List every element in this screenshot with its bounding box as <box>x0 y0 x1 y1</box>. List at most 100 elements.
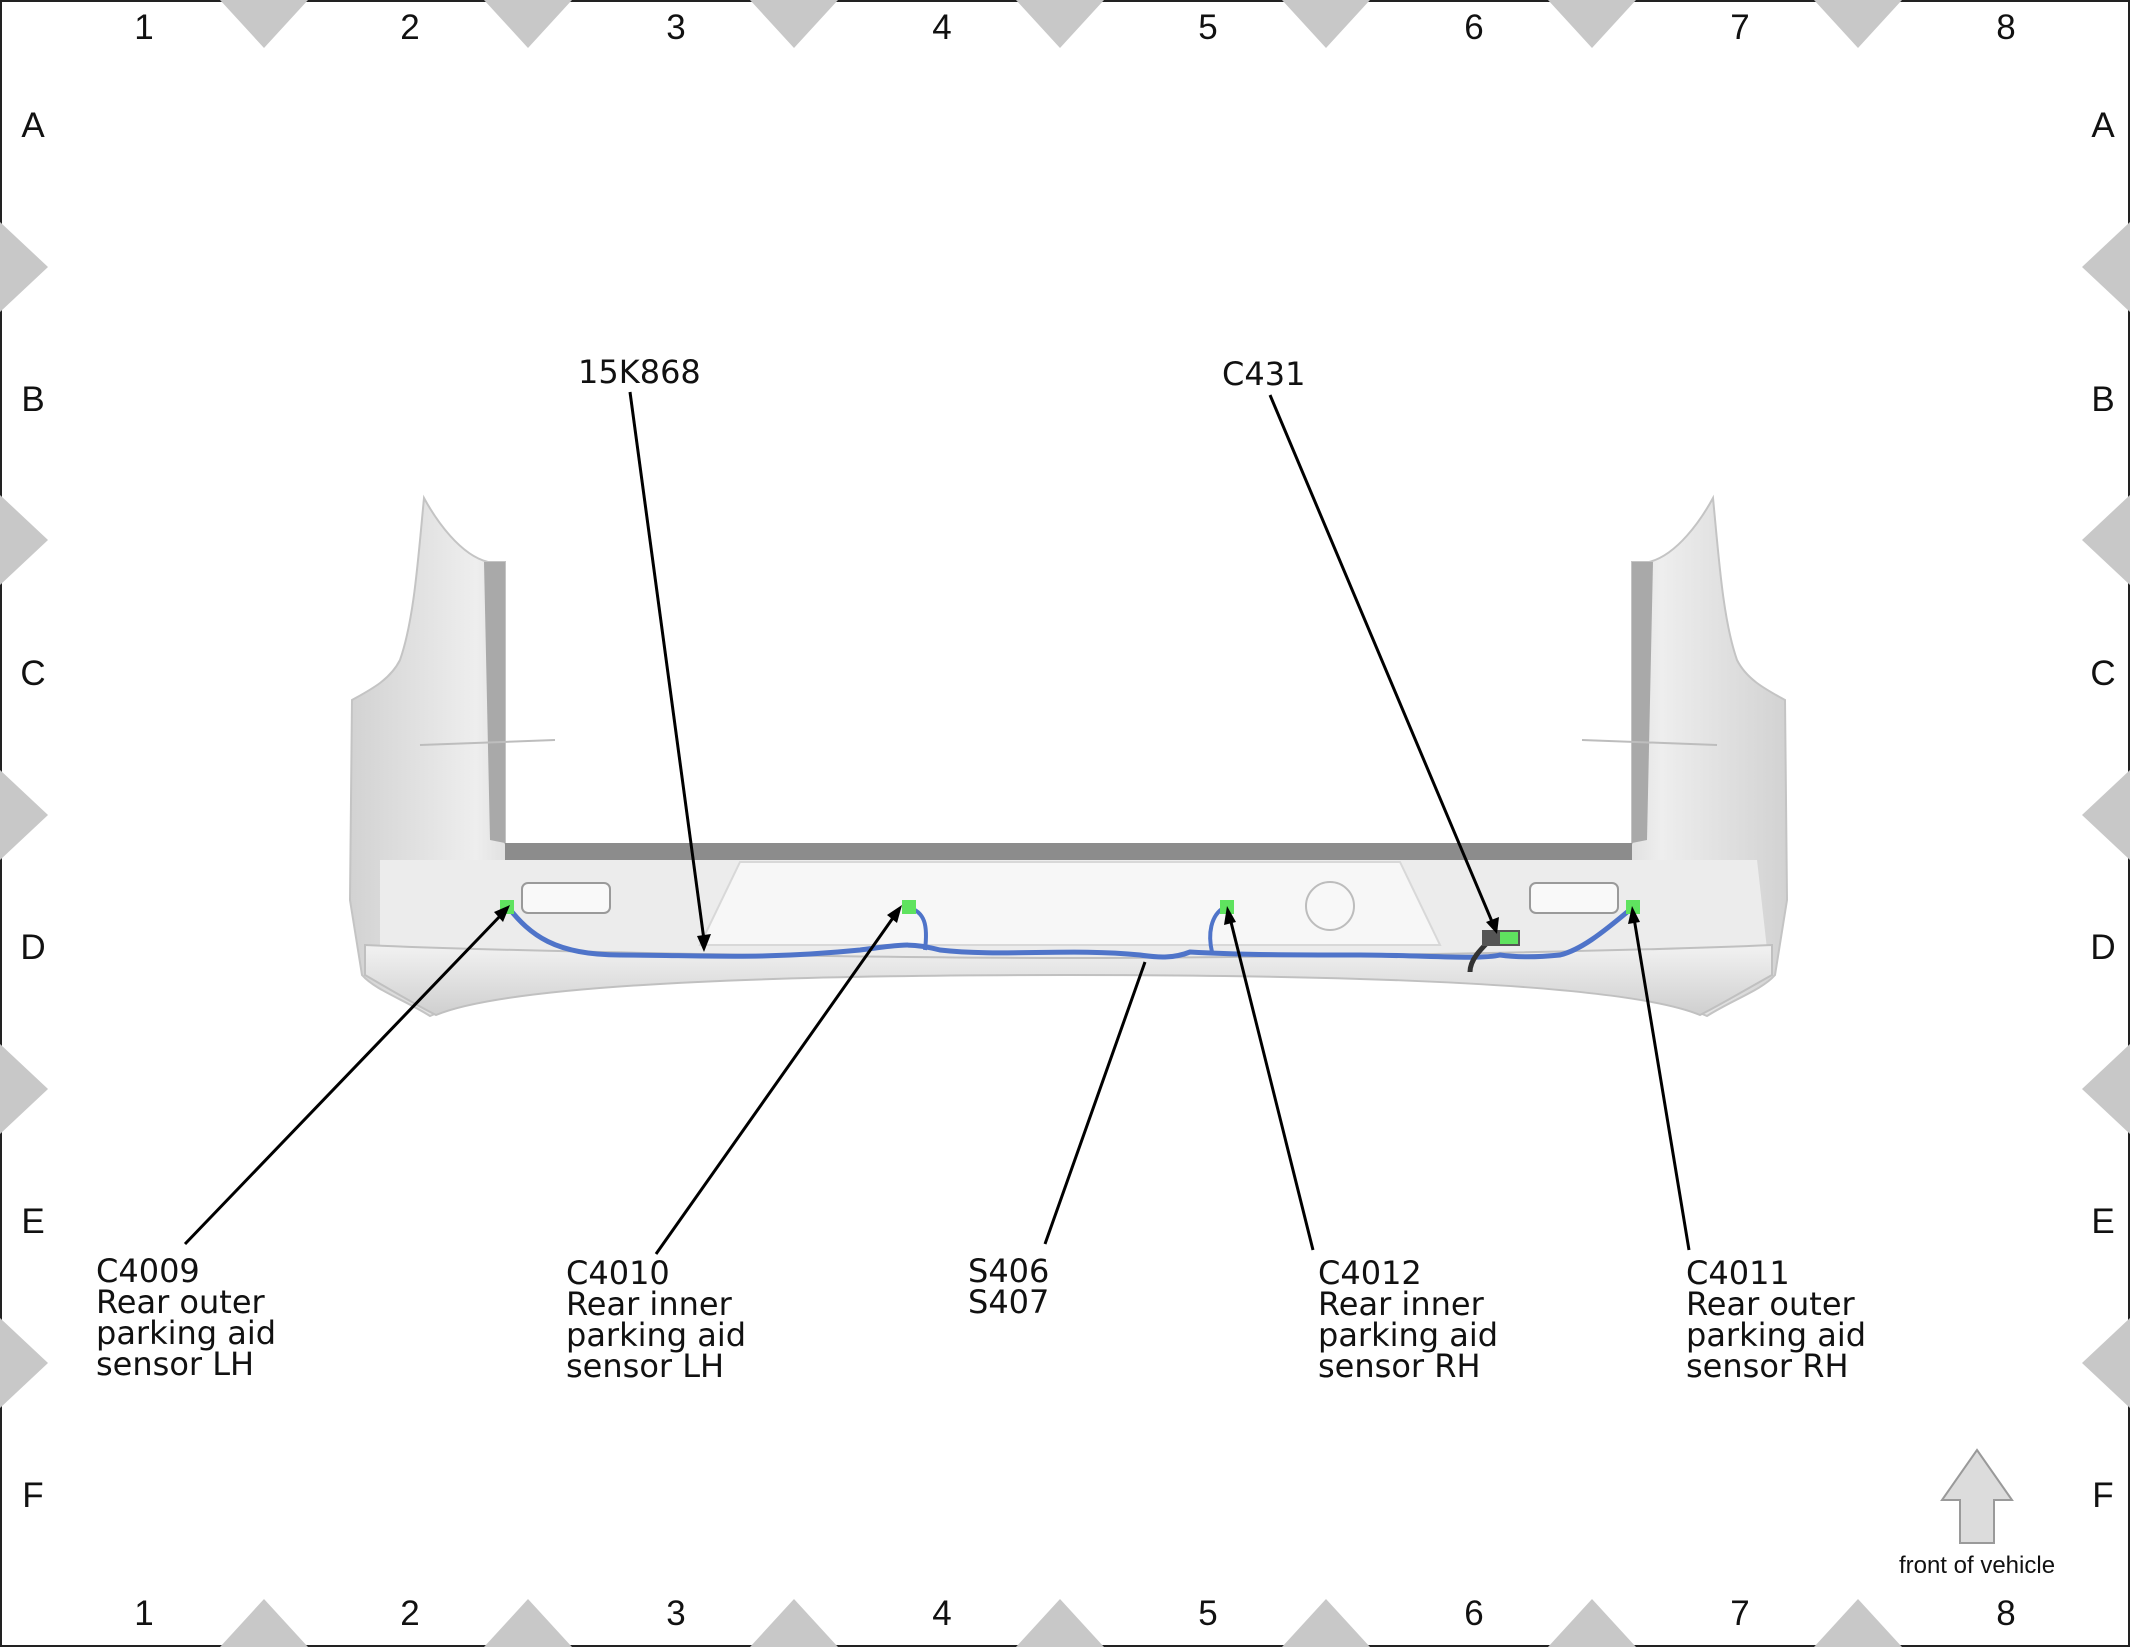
leader-c4009 <box>183 912 504 1246</box>
leader-s406 <box>1043 961 1147 1245</box>
callout-code: C4012 <box>1318 1254 1422 1292</box>
grid-marker <box>1548 1599 1636 1647</box>
crease-line-left <box>419 739 556 746</box>
grid-row-label: B <box>21 380 44 419</box>
callout-code: C4010 <box>566 1254 670 1292</box>
grid-column-labels-top: 1 2 3 4 5 6 7 8 <box>134 8 2015 47</box>
front-of-vehicle-label: front of vehicle <box>1899 1552 2055 1579</box>
grid-marker <box>1282 1599 1370 1647</box>
connector-c4011 <box>1626 900 1640 914</box>
grid-col-label: 5 <box>1198 1594 1217 1633</box>
grid-col-label: 2 <box>400 8 419 47</box>
rear-bumper-illustration <box>348 494 1789 1018</box>
grid-marker <box>1016 1599 1104 1647</box>
callout-s406: S406 S407 <box>968 1252 1049 1321</box>
arrowhead <box>1628 906 1640 924</box>
callout-code: C4011 <box>1686 1254 1790 1292</box>
leader-c4011 <box>1632 917 1691 1251</box>
grid-row-label: A <box>2091 106 2115 145</box>
grid-col-label: 3 <box>666 8 685 47</box>
callout-c4011: C4011 Rear outer parking aid sensor RH <box>1686 1254 1866 1385</box>
grid-col-label: 8 <box>1996 8 2015 47</box>
crease-line-right <box>1581 739 1718 746</box>
grid-row-label: A <box>21 106 45 145</box>
reflector-right <box>1529 882 1619 914</box>
callout-c431: C431 <box>1222 355 1305 393</box>
arrowhead <box>494 905 510 922</box>
grid-marker <box>750 1599 838 1647</box>
grid-row-label: B <box>2091 380 2114 419</box>
grid-marker <box>1548 0 1636 48</box>
callout-code: S406 <box>968 1252 1049 1290</box>
grid-marker <box>484 1599 572 1647</box>
grid-marker <box>220 1599 308 1647</box>
grid-marker <box>0 1318 48 1408</box>
grid-col-label: 7 <box>1730 1594 1749 1633</box>
callout-line: parking aid <box>1318 1316 1498 1354</box>
grid-marker <box>1814 0 1902 48</box>
grid-marker <box>0 770 48 860</box>
callout-line: Rear inner <box>1318 1285 1485 1323</box>
callout-line: parking aid <box>96 1314 276 1352</box>
callout-line: sensor LH <box>566 1347 724 1385</box>
grid-marker <box>0 222 48 312</box>
bumper-top-edge <box>505 843 1632 860</box>
callout-line: sensor LH <box>96 1345 254 1383</box>
connector-c431 <box>1500 932 1518 944</box>
callout-c4012: C4012 Rear inner parking aid sensor RH <box>1318 1254 1498 1385</box>
leader-c431 <box>1268 394 1495 925</box>
grid-col-label: 3 <box>666 1594 685 1633</box>
callout-line: sensor RH <box>1686 1347 1849 1385</box>
grid-marker <box>750 0 838 48</box>
callout-code: C4009 <box>96 1252 200 1290</box>
grid-row-label: E <box>21 1202 44 1241</box>
grid-col-label: 2 <box>400 1594 419 1633</box>
grid-col-label: 5 <box>1198 8 1217 47</box>
grid-marker <box>220 0 308 48</box>
harness-main-wire <box>506 905 1634 960</box>
bumper-right-inner-face <box>1632 562 1653 843</box>
grid-col-label: 8 <box>1996 1594 2015 1633</box>
reflector-left <box>521 882 611 914</box>
callout-line: parking aid <box>1686 1316 1866 1354</box>
connector-c4010 <box>902 900 916 914</box>
grid-marker <box>2082 495 2130 585</box>
callout-15k868: 15K868 <box>578 353 701 391</box>
tow-hook-cover <box>1305 881 1355 931</box>
grid-col-label: 1 <box>134 8 153 47</box>
bumper-left-inner-face <box>484 562 505 843</box>
grid-marker <box>0 1044 48 1134</box>
callout-line: Rear inner <box>566 1285 733 1323</box>
front-of-vehicle-indicator: front of vehicle <box>1899 1448 2055 1579</box>
grid-col-label: 4 <box>932 1594 951 1633</box>
leader-15k868 <box>628 391 706 941</box>
arrowhead <box>1486 917 1499 934</box>
grid-col-label: 6 <box>1464 1594 1483 1633</box>
callout-line: Rear outer <box>96 1283 266 1321</box>
grid-marker <box>484 0 572 48</box>
grid-marker <box>0 495 48 585</box>
leader-c4012 <box>1228 917 1315 1251</box>
plate-recess <box>698 861 1442 946</box>
callout-line: sensor RH <box>1318 1347 1481 1385</box>
grid-marker <box>1814 1599 1902 1647</box>
leader-lines <box>183 391 1691 1255</box>
callout-c4009: C4009 Rear outer parking aid sensor LH <box>96 1252 276 1383</box>
grid-row-label: E <box>2091 1202 2114 1241</box>
arrowhead <box>697 934 711 952</box>
grid-row-labels-right: A B C D E F <box>2090 106 2115 1515</box>
grid-marker <box>2082 770 2130 860</box>
grid-row-label: F <box>22 1476 43 1515</box>
grid-row-label: C <box>2090 654 2115 693</box>
grid-marker <box>1016 0 1104 48</box>
bumper-lower-lip <box>364 943 1773 1017</box>
grid-marker <box>2082 222 2130 312</box>
grid-col-label: 1 <box>134 1594 153 1633</box>
grid-marker <box>1282 0 1370 48</box>
grid-marker <box>2082 1044 2130 1134</box>
arrowhead <box>1224 906 1236 925</box>
grid-column-labels-bottom: 1 2 3 4 5 6 7 8 <box>134 1594 2015 1633</box>
